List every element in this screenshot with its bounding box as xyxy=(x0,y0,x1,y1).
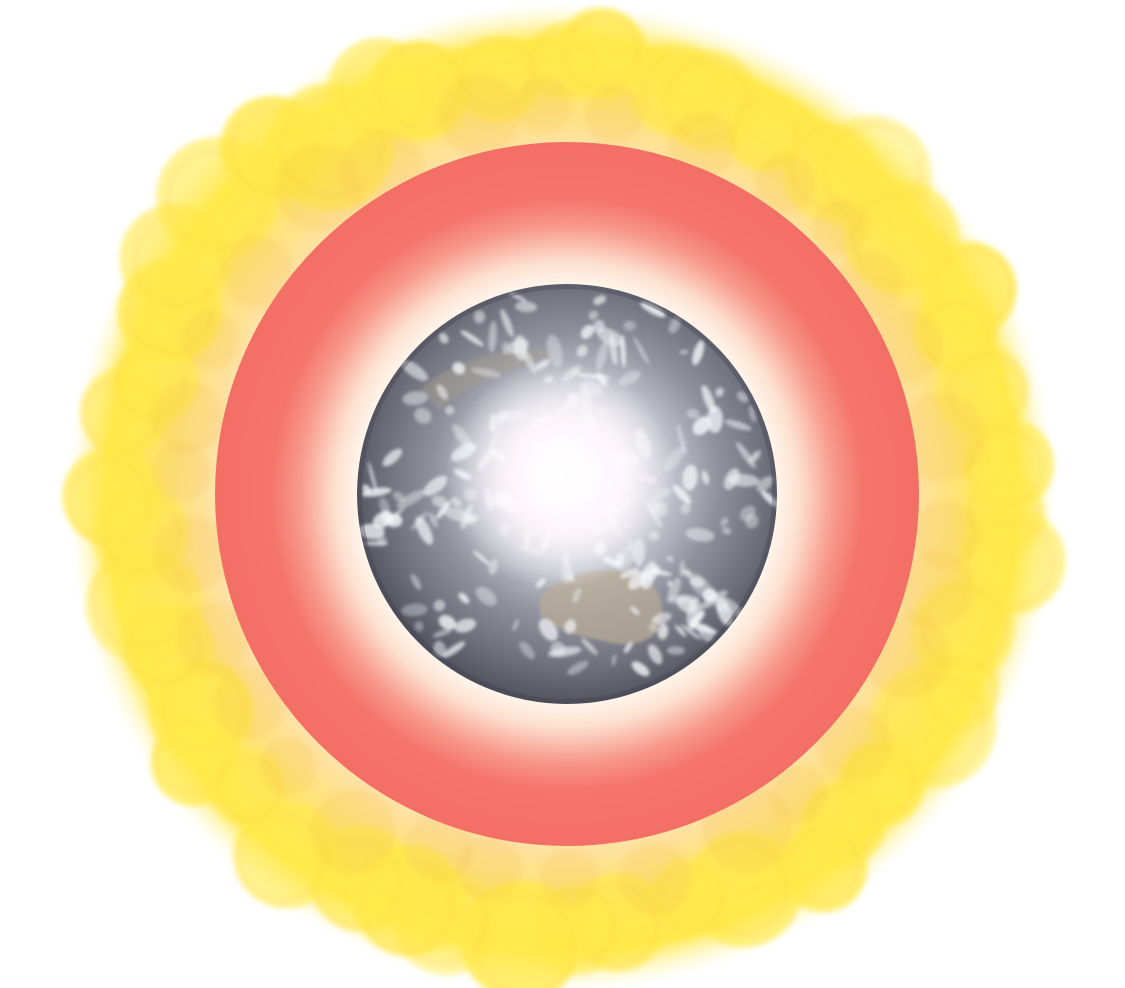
flame-inner-puff xyxy=(585,86,643,144)
flame-inner-puff xyxy=(437,73,520,156)
flame-inner-puff xyxy=(539,848,598,907)
flame-inner-puff xyxy=(310,789,395,874)
core-glow xyxy=(445,360,675,590)
flame-inner-puff xyxy=(260,737,318,795)
flame-puff xyxy=(62,447,161,546)
flame-inner-puff xyxy=(812,199,868,255)
flame-inner-puff xyxy=(180,310,240,370)
flame-inner-puff xyxy=(152,381,225,454)
flame-inner-puff xyxy=(619,843,691,915)
flame-inner-puff xyxy=(515,76,572,133)
